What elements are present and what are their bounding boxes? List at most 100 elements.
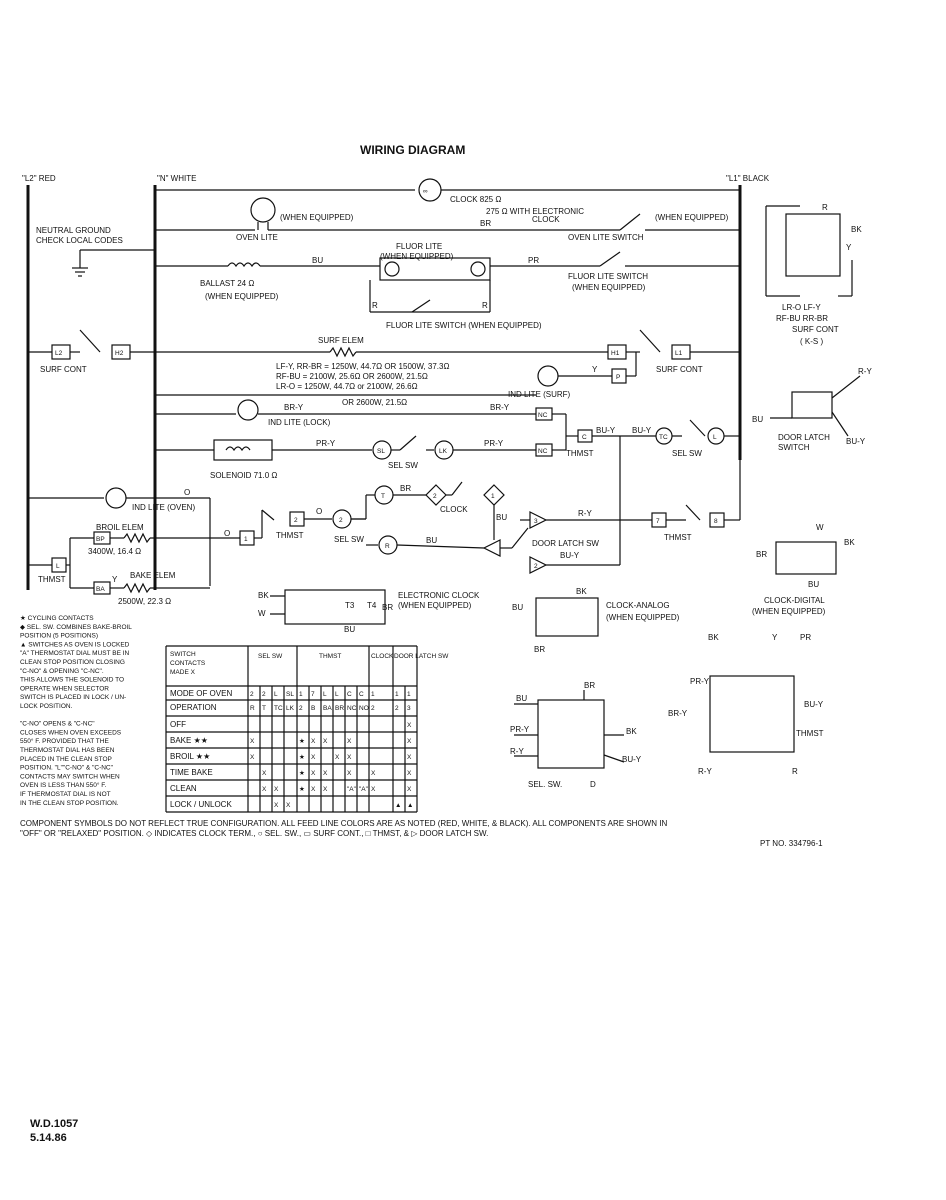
ca-br-label: BR bbox=[534, 645, 545, 654]
clock-resistance-label: CLOCK 825 Ω bbox=[450, 195, 501, 204]
table-cell: X bbox=[323, 786, 328, 793]
table-row-label: CLEAN bbox=[170, 784, 197, 793]
clock-sym-label: CLOCK bbox=[440, 505, 468, 514]
ec-bk-label: BK bbox=[258, 591, 269, 600]
oven-lite-bulb-icon bbox=[250, 197, 276, 223]
no-box-label: NC bbox=[538, 448, 548, 455]
ks-ks-label: ( K-S ) bbox=[800, 337, 823, 346]
thmst-label-2: THMST bbox=[276, 531, 304, 540]
th-br-y-label: BR-Y bbox=[668, 709, 688, 718]
ind-lite-surf-icon bbox=[537, 365, 559, 387]
fluor-switch-label: FLUOR LITE SWITCH bbox=[568, 272, 648, 281]
table-op-cell: BR bbox=[335, 705, 344, 712]
table-op-cell: TC bbox=[274, 705, 283, 712]
table-row-label: BAKE ★★ bbox=[170, 736, 208, 745]
table-op-cell: BA bbox=[323, 705, 332, 712]
table-cell: ★ bbox=[299, 785, 305, 793]
ec-br-label: BR bbox=[382, 603, 393, 612]
note-line: POSITION (5 POSITIONS) bbox=[20, 633, 98, 640]
ks-lr-o-label: LR-O LF-Y bbox=[782, 303, 821, 312]
bu-y-label-2: BU-Y bbox=[632, 426, 652, 435]
note-line: OVEN IS LESS THAN 550° F. bbox=[20, 781, 106, 789]
table-row-label: TIME BAKE bbox=[170, 768, 213, 777]
r-circle-label: R bbox=[385, 543, 390, 550]
diagram-title: WIRING DIAGRAM bbox=[360, 143, 465, 157]
bake-spec-label: 2500W, 22.3 Ω bbox=[118, 597, 171, 606]
ba-box-label: BA bbox=[96, 586, 105, 593]
table-mode-cell: 2 bbox=[250, 691, 254, 698]
table-cell: X bbox=[250, 738, 255, 745]
th-pr-label: PR bbox=[800, 633, 811, 642]
lock-br-y2-label: BR-Y bbox=[490, 403, 510, 412]
ec-bu-label: BU bbox=[344, 625, 355, 634]
table-cell: X bbox=[407, 722, 412, 729]
table-header-left: CONTACTS bbox=[170, 660, 206, 667]
table-mode-cell: C bbox=[347, 691, 352, 698]
table-mode-label: MODE OF OVEN bbox=[170, 689, 232, 698]
note-line: PLACED IN THE CLEAN STOP bbox=[20, 756, 112, 763]
thmst-label-3: THMST bbox=[664, 533, 692, 542]
table-cell: X bbox=[311, 770, 316, 777]
ssw-r-y-label: R-Y bbox=[510, 747, 524, 756]
r-y-label: R-Y bbox=[578, 509, 592, 518]
note-line: IN THE CLEAN STOP POSITION. bbox=[20, 800, 119, 807]
broil-elem-resistor bbox=[123, 532, 151, 544]
thmst-label-1: THMST bbox=[566, 449, 594, 458]
table-mode-cell: 2 bbox=[262, 691, 266, 698]
fluor-tube-icon bbox=[379, 257, 491, 281]
table-cell: X bbox=[311, 786, 316, 793]
door-latch-terminal-3-icon bbox=[529, 511, 548, 529]
table-row-label: BROIL ★★ bbox=[170, 752, 210, 761]
ind-lite-lock-label: IND LITE (LOCK) bbox=[268, 418, 331, 427]
dl-r-y-label: R-Y bbox=[858, 367, 872, 376]
lock-br-y-label: BR-Y bbox=[284, 403, 304, 412]
elem-spec-1: LF-Y, RR-BR = 1250W, 44.7Ω OR 1500W, 37.… bbox=[276, 362, 449, 371]
note-line: THERMOSTAT DIAL HAS BEEN bbox=[20, 747, 115, 754]
note-line: LOCK POSITION. bbox=[20, 703, 73, 710]
br-wire-label: BR bbox=[480, 219, 491, 228]
th-bu-y-label: BU-Y bbox=[804, 700, 824, 709]
oven-lite-switch-label: OVEN LITE SWITCH bbox=[568, 233, 644, 242]
elem-spec-2: RF-BU = 2100W, 25.6Ω OR 2600W, 21.5Ω bbox=[276, 372, 428, 381]
table-mode-cell: C bbox=[359, 691, 364, 698]
note-line: CONTACTS MAY SWITCH WHEN bbox=[20, 773, 120, 780]
table-mode-cell: 1 bbox=[371, 691, 375, 698]
note-line: POSITION. "L""C-NO" & "C-NC" bbox=[20, 765, 114, 772]
table-cell: X bbox=[262, 786, 267, 793]
tri-2-label: 2 bbox=[534, 563, 538, 570]
ind-surf-y-label: Y bbox=[592, 365, 598, 374]
ks-surf-cont-label: SURF CONT bbox=[792, 325, 839, 334]
table-mode-cell: L bbox=[323, 691, 327, 698]
ssw-pr-y-label: PR-Y bbox=[510, 725, 530, 734]
table-mode-cell: 1 bbox=[407, 691, 411, 698]
table-mode-cell: 1 bbox=[299, 691, 303, 698]
table-op-cell: R bbox=[250, 705, 255, 712]
fluor-bu-label: BU bbox=[312, 256, 323, 265]
footer-drawing-number: W.D.1057 bbox=[30, 1118, 79, 1130]
table-header-left: MADE X bbox=[170, 669, 196, 676]
th-y-label: Y bbox=[772, 633, 778, 642]
clock-terminal-2-icon bbox=[425, 484, 447, 506]
th-bk-label: BK bbox=[708, 633, 719, 642]
box-1-label: 1 bbox=[244, 536, 248, 543]
solenoid-pr-y-label: PR-Y bbox=[316, 439, 336, 448]
table-op-cell: LK bbox=[286, 705, 295, 712]
h1-box-label: H1 bbox=[611, 350, 620, 357]
table-group-header: CLOCK bbox=[371, 653, 394, 660]
table-cell: X bbox=[274, 786, 279, 793]
o-label-2: O bbox=[316, 507, 322, 516]
neutral-ground-label: NEUTRAL GROUND bbox=[36, 226, 111, 235]
note-line: "C-NO" OPENS & "C-NC" bbox=[20, 721, 95, 728]
oven-lite-label: OVEN LITE bbox=[236, 233, 278, 242]
table-cell: X bbox=[347, 770, 352, 777]
table-cell: "A" bbox=[359, 786, 369, 793]
table-row-label: LOCK / UNLOCK bbox=[170, 800, 232, 809]
fluor-r-right-label: R bbox=[482, 301, 488, 310]
svg-text:∞: ∞ bbox=[423, 188, 428, 195]
note-line: "A" THERMOSTAT DIAL MUST BE IN bbox=[20, 650, 130, 657]
table-cell: ★ bbox=[299, 737, 305, 745]
oven-lite-when-label: (WHEN EQUIPPED) bbox=[280, 213, 354, 222]
door-latch-switch-icon bbox=[791, 391, 833, 419]
table-cell: X bbox=[335, 754, 340, 761]
lk-circle-label: LK bbox=[439, 448, 448, 455]
